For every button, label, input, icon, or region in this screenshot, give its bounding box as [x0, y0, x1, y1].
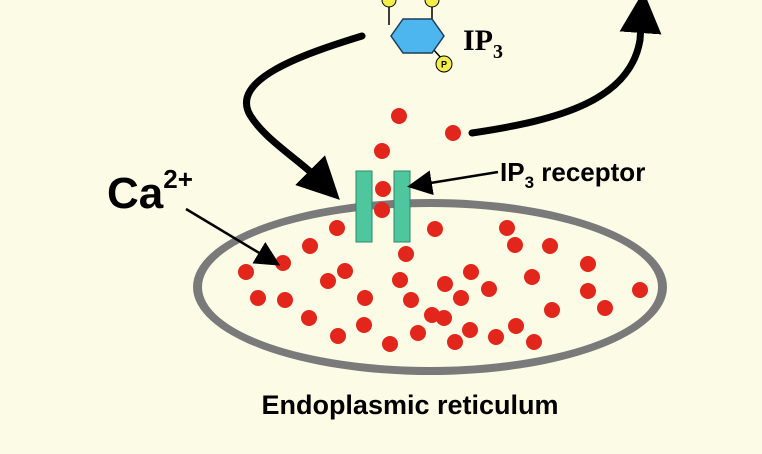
calcium-ion-dot: [436, 310, 452, 326]
calcium-ion-dot: [275, 255, 291, 271]
ip3-label: IP3: [463, 24, 503, 63]
calcium-label: Ca2+: [107, 164, 193, 218]
calcium-ion-dot: [375, 181, 391, 197]
svg-text:P: P: [441, 60, 447, 70]
calcium-ion-dot: [357, 290, 373, 306]
ip3-receptor-channel-right: [393, 170, 411, 243]
calcium-ion-dot: [481, 281, 497, 297]
calcium-ion-dot: [301, 310, 317, 326]
calcium-ion-dot: [337, 263, 353, 279]
calcium-ion-dot: [508, 318, 524, 334]
calcium-ion-dot: [403, 292, 419, 308]
calcium-ion-dot: [382, 336, 398, 352]
calcium-ion-dot: [250, 290, 266, 306]
calcium-ion-dot: [526, 334, 542, 350]
calcium-pointer-arrow: [185, 207, 281, 266]
calcium-ion-dot: [462, 322, 478, 338]
calcium-ion-dot: [488, 329, 504, 345]
calcium-ion-dot: [453, 290, 469, 306]
calcium-ion-dot: [302, 238, 318, 254]
calcium-ion-dot: [320, 273, 336, 289]
calcium-ion-dot: [463, 264, 479, 280]
calcium-ion-dot: [427, 221, 443, 237]
calcium-ion-dot: [398, 246, 414, 262]
calcium-ion-dot: [374, 202, 390, 218]
calcium-ion-dot: [374, 143, 390, 159]
calcium-ion-dot: [238, 264, 254, 280]
calcium-ion-dot: [437, 276, 453, 292]
calcium-ion-dot: [507, 237, 523, 253]
calcium-ion-dot: [580, 283, 596, 299]
ip3-receptor-channel-left: [355, 170, 373, 243]
calcium-ion-dot: [544, 302, 560, 318]
calcium-ion-dot: [597, 300, 613, 316]
curved-arrow-out-icon: [468, 0, 662, 137]
calcium-ion-dot: [445, 125, 461, 141]
calcium-ion-dot: [542, 238, 558, 254]
calcium-ion-dot: [410, 325, 426, 341]
hexagon-with-phosphates-icon: P: [381, 0, 453, 73]
ip3-receptor-pointer-arrow: [407, 170, 499, 196]
curved-arrow-in-icon: [243, 32, 366, 200]
calcium-ion-dot: [277, 292, 293, 308]
ip3-receptor-label: IP3 receptor: [500, 157, 645, 192]
calcium-ion-dot: [424, 307, 440, 323]
calcium-ion-dot: [580, 256, 596, 272]
calcium-ion-dot: [499, 220, 515, 236]
released-calcium-ions: [374, 108, 461, 218]
calcium-ion-dot: [524, 269, 540, 285]
calcium-ion-dot: [329, 220, 345, 236]
calcium-ion-dot: [356, 317, 372, 333]
er-calcium-ions: [238, 220, 648, 352]
calcium-ion-dot: [392, 272, 408, 288]
endoplasmic-reticulum-label: Endoplasmic reticulum: [261, 390, 558, 420]
calcium-ion-dot: [391, 108, 407, 124]
calcium-ion-dot: [447, 334, 463, 350]
calcium-ion-dot: [632, 282, 648, 298]
calcium-ion-dot: [330, 328, 346, 344]
